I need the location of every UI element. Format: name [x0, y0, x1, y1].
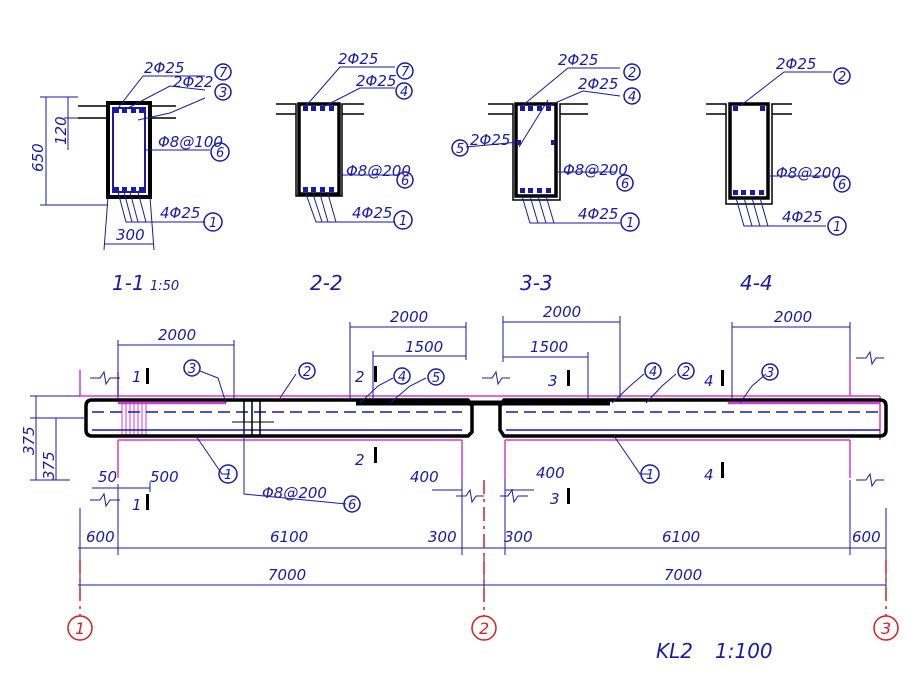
axis-1-label: 1 — [75, 619, 85, 638]
cut-2-top: 2 — [355, 368, 365, 386]
dim-bottom-300-left: 300 — [428, 528, 457, 546]
section-4-4-stirrup-label: Φ8@200 — [776, 164, 841, 182]
section-2-2-top2-label: 2Φ25 — [356, 72, 396, 90]
dim-left-lower-375: 375 — [40, 451, 58, 480]
dim-axis-span-2: 7000 — [664, 566, 702, 584]
section-4-4-bottom-label: 4Φ25 — [782, 208, 822, 226]
dim-top-left-2000: 2000 — [158, 326, 196, 344]
dim-bottom-6100-right: 6100 — [662, 528, 700, 546]
cut-3-bottom: 3 — [550, 490, 560, 508]
section-1-1-marker-stirrup: 6 — [216, 146, 224, 161]
section-3-3-stirrup-label: Φ8@200 — [563, 161, 628, 179]
dim-500: 500 — [150, 468, 179, 486]
marker-5: 5 — [432, 371, 440, 386]
marker-4-right: 4 — [649, 365, 657, 380]
section-2-2-title: 2-2 — [310, 271, 343, 295]
section-1-1-marker-bottom: 1 — [209, 216, 217, 231]
marker-6: 6 — [348, 498, 356, 513]
marker-1-right: 1 — [646, 468, 654, 483]
dim-50: 50 — [98, 468, 117, 486]
section-1-1-bottom-label: 4Φ25 — [160, 204, 200, 222]
cut-4-top: 4 — [704, 372, 714, 390]
section-4-4: 2Φ25 Φ8@200 4Φ25 2 6 1 4-4 — [706, 55, 851, 295]
section-1-1-width-dim: 300 — [116, 226, 145, 244]
section-2-2-bottom-label: 4Φ25 — [352, 204, 392, 222]
dim-bottom-600-right: 600 — [852, 528, 881, 546]
section-1-1-stirrup-label: Φ8@100 — [158, 133, 223, 151]
dim-axis-span-1: 7000 — [268, 566, 306, 584]
section-1-1-title: 1-1 — [112, 271, 145, 295]
dim-bottom-600-left: 600 — [86, 528, 115, 546]
grid-axes: 1 2 3 — [67, 480, 899, 641]
section-4-4-top1-label: 2Φ25 — [776, 55, 816, 73]
section-3-3-bottom-label: 4Φ25 — [578, 205, 618, 223]
dim-400-right: 400 — [536, 464, 565, 482]
beam-elevation: 2000 2000 1500 2000 1500 2000 375 375 — [20, 303, 888, 592]
drawing-caption-scale: 1:100 — [715, 639, 773, 663]
marker-4-left: 4 — [398, 370, 406, 385]
section-3-3-marker-bottom: 1 — [626, 216, 634, 231]
cut-1-bottom: 1 — [132, 496, 142, 514]
marker-2-right: 2 — [682, 365, 690, 380]
section-1-1-height-dim: 650 — [29, 143, 47, 172]
section-4-4-title: 4-4 — [740, 271, 773, 295]
cut-3-top: 3 — [548, 372, 558, 390]
section-2-2-marker-bottom: 1 — [399, 214, 407, 229]
section-3-3-marker-top2: 4 — [628, 90, 636, 105]
section-3-3-marker-top1: 2 — [628, 66, 636, 81]
section-3-3-title: 3-3 — [520, 271, 553, 295]
section-1-1: 2Φ25 2Φ22 Φ8@100 4Φ25 7 3 6 1 650 120 30… — [29, 59, 232, 295]
section-1-1-marker-top1: 7 — [219, 66, 228, 81]
section-4-4-marker-stirrup: 6 — [838, 178, 846, 193]
dim-left-upper-375: 375 — [20, 426, 38, 455]
section-3-3: 2Φ25 2Φ25 2Φ25 Φ8@200 4Φ25 2 4 5 6 1 3-3 — [451, 51, 641, 295]
section-3-3-side-label: 2Φ25 — [470, 131, 510, 149]
section-2-2-stirrup-label: Φ8@200 — [346, 162, 411, 180]
dim-bottom-300-right: 300 — [504, 528, 533, 546]
section-3-3-top2-label: 2Φ25 — [578, 75, 618, 93]
section-3-3-marker-side: 5 — [456, 142, 464, 157]
section-1-1-outline — [106, 101, 152, 199]
marker-3-left: 3 — [188, 362, 196, 377]
section-2-2-marker-top2: 4 — [400, 85, 408, 100]
marker-3-right: 3 — [766, 366, 774, 381]
elevation-stirrup-label: Φ8@200 — [262, 484, 327, 502]
section-3-3-top1-label: 2Φ25 — [558, 51, 598, 69]
dim-top-midright-1500: 1500 — [530, 338, 568, 356]
dim-400-left: 400 — [410, 468, 439, 486]
dim-top-midright-2000: 2000 — [543, 303, 581, 321]
section-2-2: 2Φ25 2Φ25 Φ8@200 4Φ25 7 4 6 1 2-2 — [276, 50, 414, 295]
section-1-1-top2-label: 2Φ22 — [173, 73, 213, 91]
cut-2-bottom: 2 — [355, 451, 365, 469]
section-4-4-marker-bottom: 1 — [833, 220, 841, 235]
dim-top-right-2000: 2000 — [774, 308, 812, 326]
section-2-2-top1-label: 2Φ25 — [338, 50, 378, 68]
section-2-2-marker-stirrup: 6 — [401, 174, 409, 189]
axis-2-label: 2 — [479, 619, 489, 638]
dim-bottom-6100-left: 6100 — [270, 528, 308, 546]
drawing-caption-name: KL2 — [656, 639, 693, 663]
axis-3-label: 3 — [881, 619, 891, 638]
section-3-3-marker-stirrup: 6 — [621, 177, 629, 192]
section-2-2-marker-top1: 7 — [401, 65, 410, 80]
marker-1-left: 1 — [224, 468, 232, 483]
dim-top-midleft-1500: 1500 — [405, 338, 443, 356]
section-1-1-slab-dim: 120 — [52, 116, 70, 145]
section-1-1-scale: 1:50 — [150, 279, 179, 294]
section-1-1-marker-top2: 3 — [219, 86, 227, 101]
marker-2-left: 2 — [303, 365, 311, 380]
cut-1-top: 1 — [132, 368, 142, 386]
cut-4-bottom: 4 — [704, 466, 714, 484]
section-4-4-marker-top1: 2 — [838, 70, 846, 85]
dim-top-midleft-2000: 2000 — [390, 308, 428, 326]
section-1-1-top1-label: 2Φ25 — [144, 59, 184, 77]
